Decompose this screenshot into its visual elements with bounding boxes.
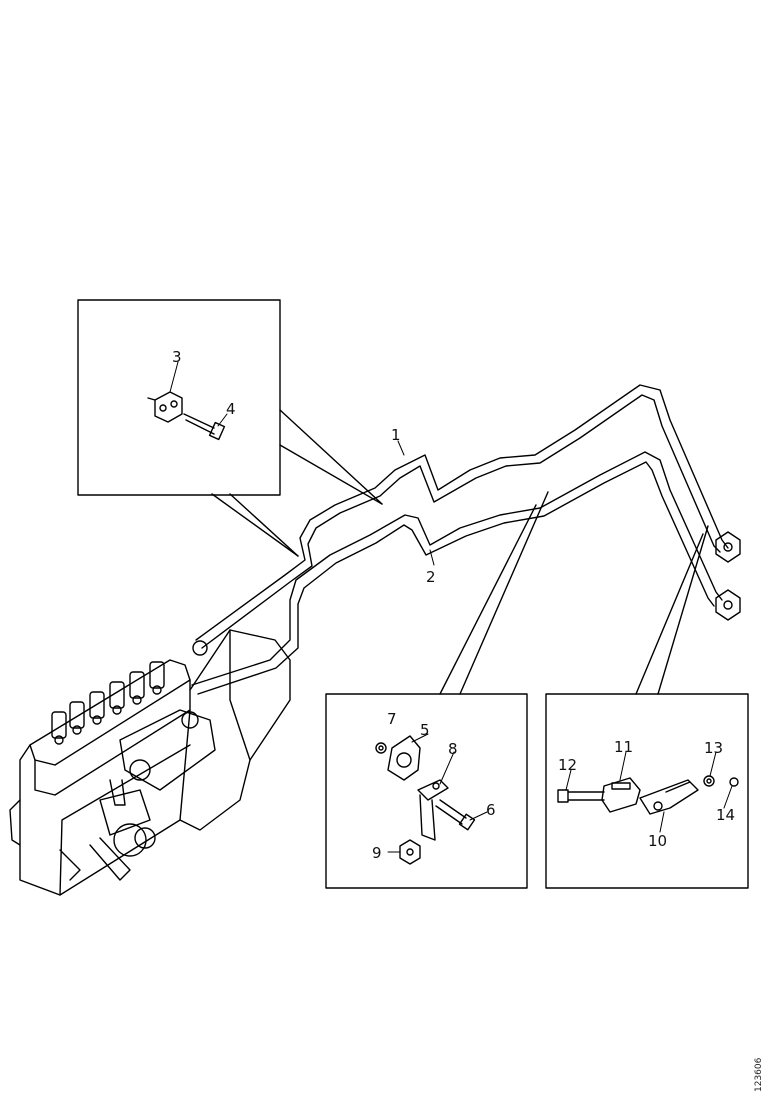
detail-frame-top-left xyxy=(77,299,281,496)
label-11: 11 xyxy=(614,738,633,756)
drawing-code-text: 123606 xyxy=(754,1057,764,1092)
detail-frame-bottom-middle xyxy=(325,693,528,889)
pipe-1 xyxy=(195,384,729,649)
label-3: 3 xyxy=(172,348,182,366)
label-4: 4 xyxy=(226,400,236,418)
label-ticks xyxy=(169,361,733,853)
detail-frame-bottom-right xyxy=(545,693,749,889)
part-11-clamp xyxy=(601,777,641,813)
part-7-nut xyxy=(375,742,387,754)
label-13: 13 xyxy=(704,739,723,757)
pump-nozzles xyxy=(51,661,165,745)
label-5: 5 xyxy=(420,721,430,739)
part-6-bolt xyxy=(435,799,476,831)
label-6: 6 xyxy=(486,801,496,819)
leader-lines xyxy=(211,409,709,695)
label-9: 9 xyxy=(372,844,382,862)
part-12-bolt xyxy=(557,789,605,803)
injection-pump-assembly xyxy=(9,629,291,896)
part-9-nut xyxy=(399,839,421,865)
label-10: 10 xyxy=(648,832,667,850)
pipe-2 xyxy=(191,451,723,695)
part-4-bolt xyxy=(183,413,226,441)
part-13-washer xyxy=(703,775,715,787)
label-14: 14 xyxy=(716,806,735,824)
pipe-end-fittings xyxy=(715,531,741,621)
label-7: 7 xyxy=(387,710,397,728)
part-10-bracket xyxy=(639,779,699,815)
part-8-bracket xyxy=(417,779,449,841)
part-5-clamp xyxy=(387,735,421,781)
label-2: 2 xyxy=(426,568,436,586)
label-1: 1 xyxy=(391,426,401,444)
part-14-nut xyxy=(729,777,739,787)
part-3-clamp xyxy=(147,391,183,423)
drawing-code: 123606 xyxy=(752,1046,770,1092)
label-12: 12 xyxy=(558,756,577,774)
label-8: 8 xyxy=(448,740,458,758)
part-labels: 1 2 3 4 5 6 7 8 9 10 11 12 13 14 xyxy=(172,348,735,862)
